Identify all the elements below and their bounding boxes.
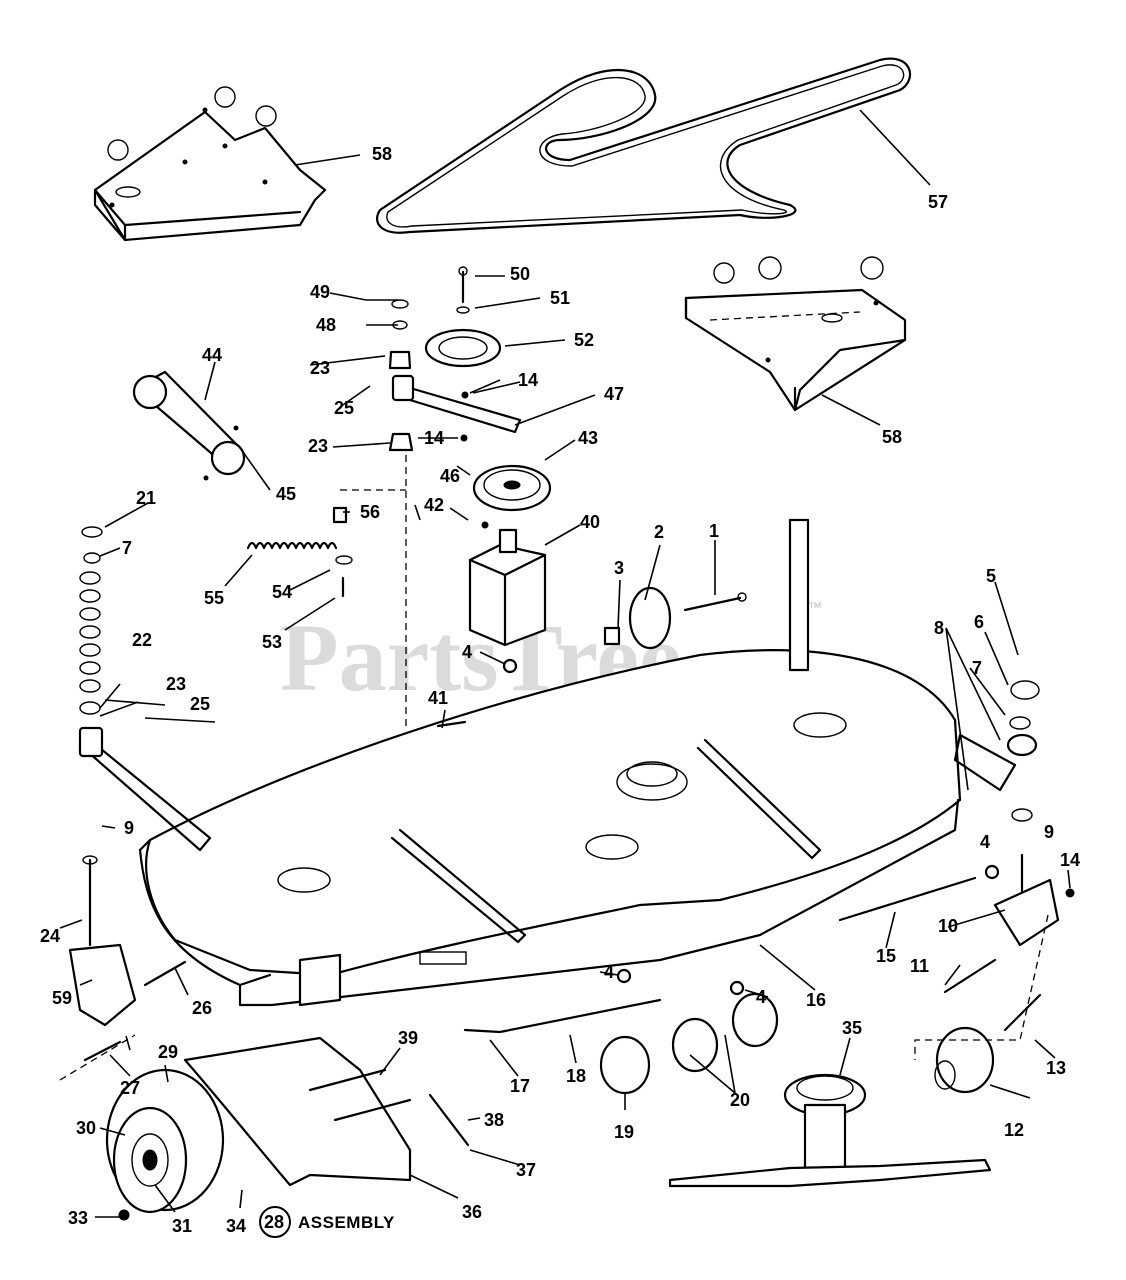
callout: 54	[272, 582, 292, 602]
callout: 38	[484, 1110, 504, 1130]
callout: 22	[132, 630, 152, 650]
callout: 48	[316, 315, 336, 335]
callout: 13	[1046, 1058, 1066, 1078]
callout: 17	[510, 1076, 530, 1096]
leader-lines	[59, 109, 1071, 1218]
part-drive-belt	[376, 57, 912, 234]
callout: 36	[462, 1202, 482, 1222]
callout: 25	[334, 398, 354, 418]
callout: 26	[192, 998, 212, 1018]
callout: 4	[462, 642, 472, 662]
callout: 33	[68, 1208, 88, 1228]
part-bracket-right	[838, 680, 1060, 1060]
part-rollers	[599, 992, 1042, 1095]
callout: 43	[578, 428, 598, 448]
callout: 24	[40, 926, 60, 946]
callout: 49	[310, 282, 330, 302]
callout: 27	[120, 1078, 140, 1098]
callout: 4	[980, 832, 990, 852]
callout: 14	[1060, 850, 1080, 870]
part-discharge-chute	[183, 1036, 470, 1187]
callout: 30	[76, 1118, 96, 1138]
callout: 23	[310, 358, 330, 378]
callout: 55	[204, 588, 224, 608]
part-gauge-wheel	[105, 1068, 225, 1221]
callout: 35	[842, 1018, 862, 1038]
callout: 23	[166, 674, 186, 694]
callout: 57	[928, 192, 948, 212]
callout: 51	[550, 288, 570, 308]
callout: 14	[518, 370, 538, 390]
callout: 5	[986, 566, 996, 586]
callout: 7	[972, 658, 982, 678]
callout: 40	[580, 512, 600, 532]
callout: 9	[124, 818, 134, 838]
callout: 7	[122, 538, 132, 558]
callout: 53	[262, 632, 282, 652]
callout: 6	[974, 612, 984, 632]
callout-labels: 1 2 3 4 4 4 4 5 6 7 7 8 9 9 10 11 12 13 …	[40, 144, 1080, 1236]
part-spindle-blade	[668, 1073, 992, 1188]
callout: 2	[654, 522, 664, 542]
callout: 16	[806, 990, 826, 1010]
part-hardware	[436, 586, 1075, 1034]
part-belt-cover-left	[93, 86, 327, 242]
callout: 21	[136, 488, 156, 508]
callout: 59	[52, 988, 72, 1008]
callout: 18	[566, 1066, 586, 1086]
callout: 11	[910, 956, 929, 976]
callout: 14	[424, 428, 444, 448]
part-spacer-stack-left	[79, 526, 103, 715]
callout: 41	[428, 688, 448, 708]
assembly-number: 28	[264, 1212, 284, 1232]
callout: 10	[938, 916, 958, 936]
callout: 20	[730, 1090, 750, 1110]
callout: 39	[398, 1028, 418, 1048]
callout: 45	[276, 484, 296, 504]
callout: 4	[756, 987, 766, 1007]
callout: 3	[614, 558, 624, 578]
part-driveshaft	[132, 370, 246, 481]
part-spring	[246, 506, 353, 598]
callout: 42	[424, 495, 444, 515]
part-mower-deck	[78, 518, 1017, 1007]
callout: 25	[190, 694, 210, 714]
callout: 1	[709, 521, 719, 541]
callout: 47	[604, 384, 624, 404]
watermark-trademark: ™	[808, 599, 822, 615]
callout: 44	[202, 345, 222, 365]
part-pulley-43	[472, 464, 552, 512]
callout: 23	[308, 436, 328, 456]
callout: 12	[1004, 1120, 1024, 1140]
assembly-note: 28 ASSEMBLY	[259, 1206, 395, 1238]
part-idler-assembly	[388, 266, 522, 452]
callout: 37	[516, 1160, 536, 1180]
callout: 19	[614, 1122, 634, 1142]
callout: 58	[372, 144, 392, 164]
callout: 8	[934, 618, 944, 638]
callout: 56	[360, 502, 380, 522]
callout: 15	[876, 946, 896, 966]
callout: 9	[1044, 822, 1054, 842]
callout: 31	[172, 1216, 192, 1236]
callout: 29	[158, 1042, 178, 1062]
callout: 4	[604, 962, 614, 982]
assembly-label: ASSEMBLY	[298, 1213, 395, 1232]
callout: 52	[574, 330, 594, 350]
callout: 50	[510, 264, 530, 284]
callout: 58	[882, 427, 902, 447]
part-gauge-wheel-bracket-left	[59, 855, 187, 1081]
callout: 46	[440, 466, 460, 486]
callout: 34	[226, 1216, 246, 1236]
part-gearbox	[468, 521, 547, 647]
part-belt-cover-right	[684, 256, 907, 412]
